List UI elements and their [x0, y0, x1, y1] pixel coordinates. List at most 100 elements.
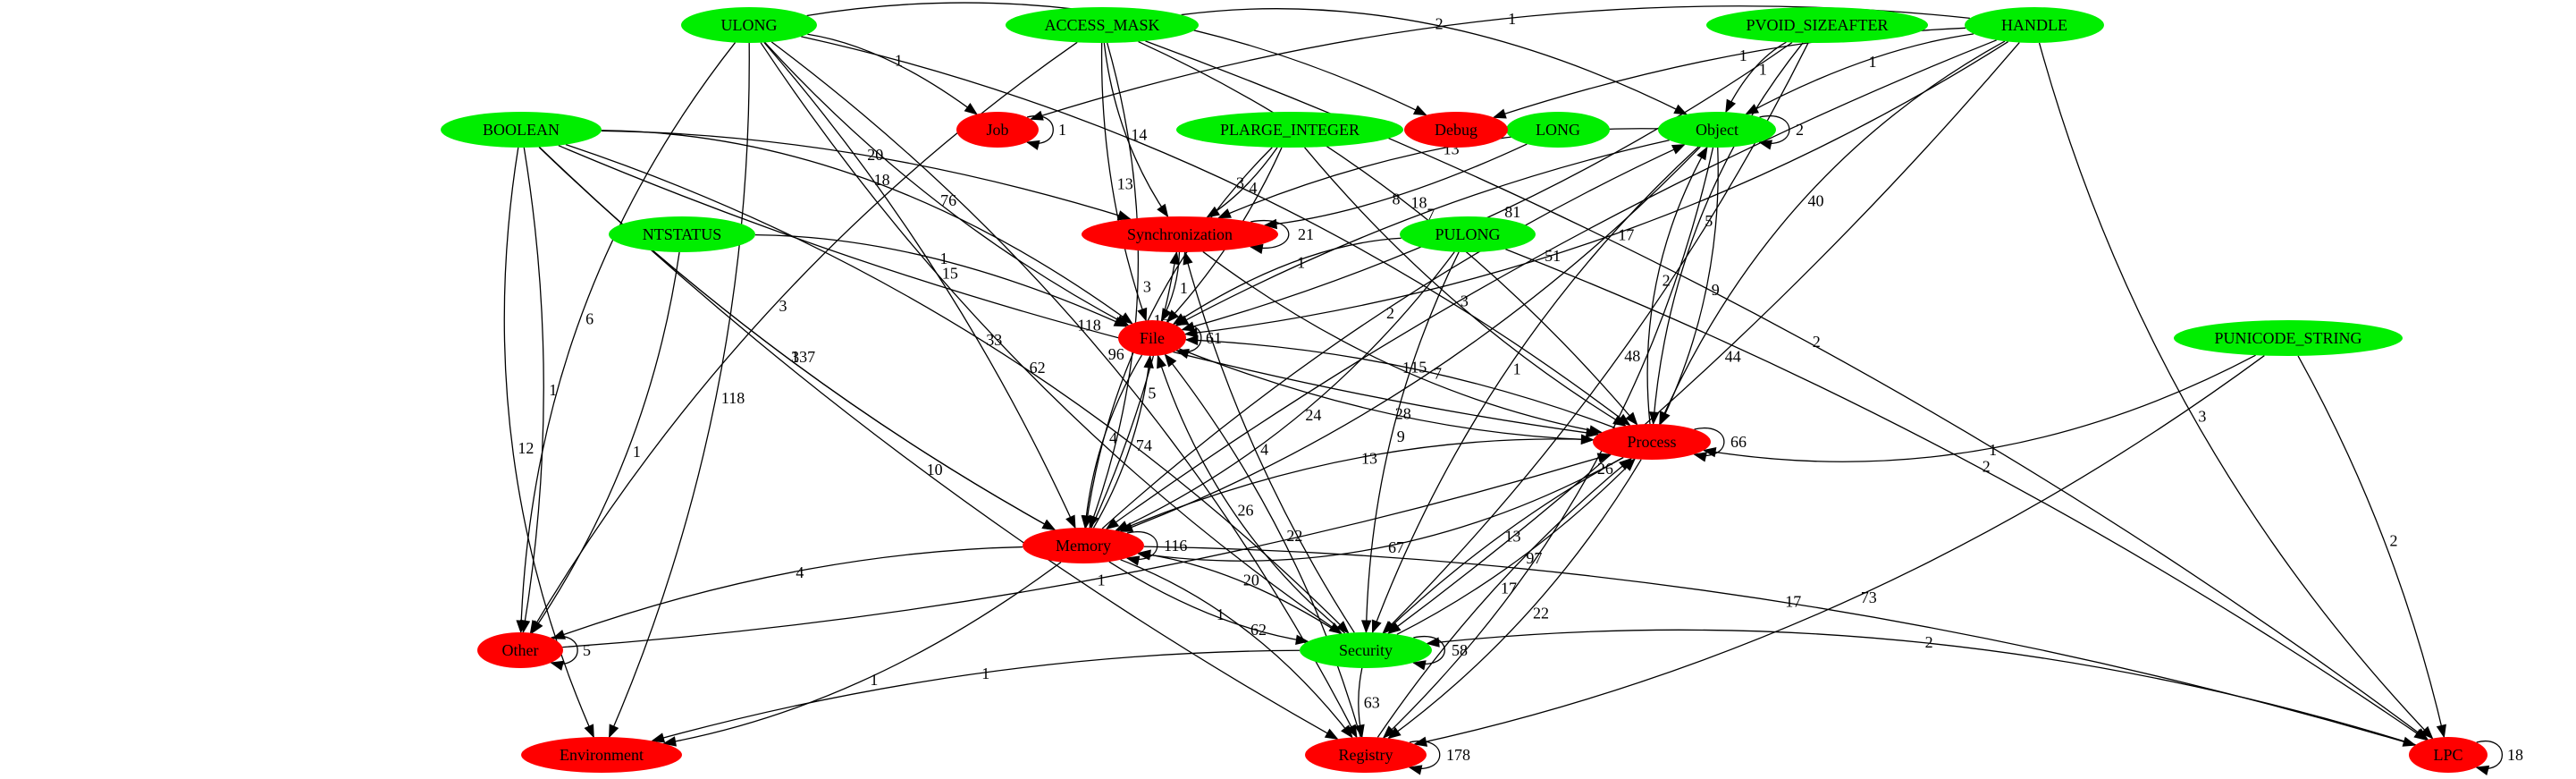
edge-object-to-process: 9 — [1659, 147, 1720, 426]
edge-label: 17 — [1501, 579, 1517, 597]
edge-pulong-to-security: 9 — [1360, 251, 1460, 634]
edge-process-to-memory: 67 — [1136, 456, 1624, 562]
node-ellipse — [609, 216, 755, 252]
self-loop-file: 61 — [1175, 323, 1222, 360]
node-job[interactable]: Job — [956, 112, 1039, 148]
edge-access-mask-to-file: 13 — [1100, 42, 1148, 322]
node-file[interactable]: File — [1118, 320, 1186, 356]
edge-boolean-to-security: 33 — [565, 144, 1350, 634]
edge-pvoid-sizeafter-to-file: 81 — [1181, 41, 1793, 332]
node-debug[interactable]: Debug — [1404, 112, 1508, 148]
edge-synchronization-to-file: 1 — [1160, 251, 1188, 322]
node-ellipse — [1404, 112, 1508, 148]
node-lpc[interactable]: LPC — [2409, 737, 2488, 773]
edge-label: 74 — [1136, 436, 1152, 454]
node-punicode-string[interactable]: PUNICODE_STRING — [2174, 320, 2403, 356]
edge-label: 1 — [1180, 279, 1188, 297]
node-label: BOOLEAN — [483, 121, 560, 139]
node-process[interactable]: Process — [1593, 424, 1711, 460]
edge-boolean-to-process: 1 18 — [558, 145, 1600, 438]
self-loop-label: 21 — [1298, 225, 1314, 243]
node-label: PVOID_SIZEAFTER — [1746, 16, 1888, 34]
edge-label: 1 — [870, 671, 878, 689]
node-ellipse — [1400, 216, 1536, 252]
node-ntstatus[interactable]: NTSTATUS — [609, 216, 755, 252]
edge-label: 62 — [1030, 359, 1046, 377]
edge-memory-to-process: 13 — [1117, 434, 1595, 532]
node-ellipse — [956, 112, 1039, 148]
node-ellipse — [1023, 528, 1144, 563]
edge-label: 5 — [1148, 384, 1156, 402]
edge-label: 2 — [2389, 532, 2397, 550]
node-security[interactable]: Security — [1300, 632, 1432, 668]
edge-access-mask-to-process: 18 — [1138, 40, 1638, 426]
edge-label: 1 — [1508, 10, 1516, 28]
edge-label: 1 — [1868, 53, 1876, 71]
edge-label: 1 — [549, 381, 557, 399]
node-pulong[interactable]: PULONG — [1400, 216, 1536, 252]
self-loop-lpc: 18 — [2475, 740, 2523, 775]
edge-label: 1 — [981, 665, 989, 682]
node-label: Registry — [1339, 746, 1393, 764]
node-access-mask[interactable]: ACCESS_MASK — [1006, 7, 1199, 43]
edge-punicode-string-to-lpc: 2 — [2297, 355, 2446, 739]
node-pvoid-sizeafter[interactable]: PVOID_SIZEAFTER — [1706, 7, 1928, 43]
node-handle[interactable]: HANDLE — [1965, 7, 2104, 43]
edge-pulong-to-memory: 24 — [1115, 251, 1455, 531]
node-other[interactable]: Other — [477, 632, 563, 668]
edge-label: 44 — [1725, 348, 1741, 366]
edge-label: 73 — [1861, 588, 1877, 606]
node-object[interactable]: Object — [1658, 112, 1776, 148]
node-ellipse — [1006, 7, 1199, 43]
edge-process-to-registry: 22 — [1387, 459, 1642, 740]
self-loop-memory: 116 — [1125, 530, 1187, 566]
edge-label: 3 — [2198, 407, 2206, 425]
edge-process-to-object: 2 — [1646, 146, 1708, 425]
edge-label: 1 — [1098, 571, 1106, 588]
edge-memory-to-registry: 62 — [1120, 559, 1353, 739]
edge-label: 97 — [1526, 549, 1542, 567]
node-synchronization[interactable]: Synchronization — [1082, 216, 1278, 252]
edge-label: 2 — [1813, 333, 1821, 351]
node-ellipse — [1965, 7, 2104, 43]
edge-label: 40 — [1808, 191, 1824, 209]
node-plarge-integer[interactable]: PLARGE_INTEGER — [1176, 112, 1403, 148]
node-ellipse — [1305, 737, 1427, 773]
node-boolean[interactable]: BOOLEAN — [441, 112, 602, 148]
edge-label: 118 — [721, 389, 745, 407]
edge-label: 7 — [1434, 365, 1442, 383]
node-ellipse — [2409, 737, 2488, 773]
self-loop-label: 178 — [1446, 746, 1470, 764]
node-environment[interactable]: Environment — [521, 737, 682, 773]
node-registry[interactable]: Registry — [1305, 737, 1427, 773]
node-long[interactable]: LONG — [1506, 112, 1610, 148]
edge-label: 17 — [1618, 226, 1634, 244]
edge-label: 20 — [867, 146, 883, 164]
node-label: Object — [1696, 121, 1738, 139]
node-ellipse — [1593, 424, 1711, 460]
edge-label: 12 — [518, 439, 534, 457]
edge-label: 4 — [1250, 179, 1258, 197]
edge-security-to-file: 26 — [1157, 354, 1346, 634]
edge-label: 9 — [1712, 281, 1720, 299]
edge-boolean-to-memory: 137 — [538, 147, 1056, 531]
node-label: Memory — [1056, 537, 1111, 555]
edge-lpc-to-security: 2 — [1426, 629, 2416, 746]
self-loop-label: 61 — [1206, 329, 1222, 347]
edge-access-mask-to-object: 2 — [1181, 8, 1688, 115]
edge-label: 2 — [1663, 272, 1671, 290]
self-loop-label: 18 — [2507, 746, 2523, 764]
nodes-layer: ULONG ACCESS_MASK PVOID_SIZEAFTER HANDLE BOO… — [441, 7, 2488, 773]
node-memory[interactable]: Memory — [1023, 528, 1144, 563]
edge-security-to-registry: 63 — [1354, 667, 1380, 739]
node-label: ACCESS_MASK — [1044, 16, 1159, 34]
edge-label: 28 — [1395, 405, 1411, 423]
edge-ntstatus-to-file: 1 — [754, 233, 1128, 327]
edge-security-to-memory: 20 — [1137, 549, 1341, 635]
node-ellipse — [1118, 320, 1186, 356]
edge-registry-to-file: 22 — [1164, 353, 1361, 738]
node-ulong[interactable]: ULONG — [681, 7, 817, 43]
edge-label: 9 — [1397, 428, 1405, 445]
edge-label: 3 — [1143, 278, 1151, 296]
edge-label: 18 — [1411, 193, 1427, 211]
